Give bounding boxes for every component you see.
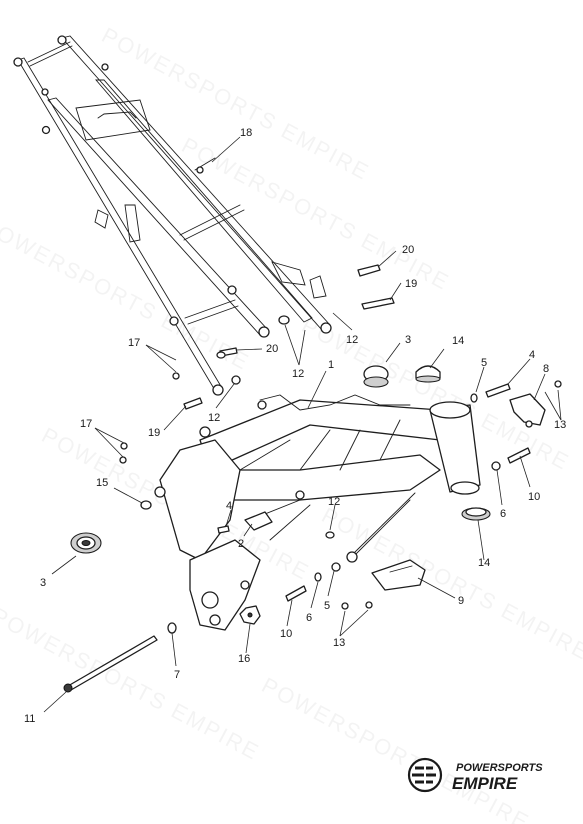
- callout-13: 13: [554, 419, 566, 431]
- watermark-text: POWERSPORTS EMPIRE: [258, 672, 534, 824]
- callout-6: 6: [306, 612, 312, 624]
- callout-12: 12: [292, 368, 304, 380]
- callout-12: 12: [328, 496, 340, 508]
- callout-20: 20: [402, 244, 414, 256]
- callout-8: 8: [543, 363, 549, 375]
- washers: [119, 315, 562, 634]
- part-14-grommet-lower: [461, 507, 491, 521]
- callout-4: 4: [529, 349, 535, 361]
- callout-9: 9: [458, 595, 464, 607]
- callouts: 1 2 3 3 4 4 5 5 6 6 7 8 9 10 10 11 12 12…: [24, 127, 566, 725]
- callout-7: 7: [174, 669, 180, 681]
- callout-20: 20: [266, 343, 278, 355]
- callout-11: 11: [24, 713, 35, 725]
- part-16-nut: [239, 605, 261, 625]
- callout-2: 2: [238, 538, 244, 550]
- part-2-bracket: [244, 511, 273, 531]
- callout-15: 15: [96, 477, 108, 489]
- callout-1: 1: [328, 359, 334, 371]
- callout-18: 18: [240, 127, 252, 139]
- callout-5: 5: [324, 600, 330, 612]
- powersports-empire-logo: POWERSPORTS EMPIRE: [407, 757, 543, 793]
- callout-19: 19: [405, 278, 417, 290]
- callout-10: 10: [528, 491, 540, 503]
- part-14-grommet-upper: [415, 365, 441, 383]
- callout-17: 17: [128, 337, 140, 349]
- callout-14: 14: [478, 557, 490, 569]
- callout-3: 3: [40, 577, 46, 589]
- callout-3: 3: [405, 334, 411, 346]
- brand-line2: EMPIRE: [452, 774, 518, 793]
- part-8-bracket: [509, 393, 546, 428]
- callout-4: 4: [226, 500, 232, 512]
- watermark-text: POWERSPORTS EMPIRE: [298, 312, 574, 475]
- callout-5: 5: [481, 357, 487, 369]
- callout-16: 16: [238, 653, 250, 665]
- callout-14: 14: [452, 335, 464, 347]
- bolts: [63, 264, 531, 693]
- watermark-text: POWERSPORTS EMPIRE: [318, 502, 583, 665]
- watermark-text: POWERSPORTS EMPIRE: [0, 212, 254, 375]
- part-9-bracket: [371, 559, 426, 591]
- callout-12: 12: [208, 412, 220, 424]
- part-3-cap: [363, 365, 389, 388]
- brand-line1: POWERSPORTS: [456, 762, 543, 774]
- callout-6: 6: [500, 508, 506, 520]
- rear-subframe: [13, 35, 332, 396]
- callout-19: 19: [148, 427, 160, 439]
- pe-logo-icon: [407, 757, 443, 793]
- leader-lines: [43, 136, 562, 713]
- part-3-bearing: [70, 532, 102, 554]
- callout-12: 12: [346, 334, 358, 346]
- callout-10: 10: [280, 628, 292, 640]
- main-frame: [154, 394, 481, 631]
- callout-17: 17: [80, 418, 92, 430]
- callout-13: 13: [333, 637, 345, 649]
